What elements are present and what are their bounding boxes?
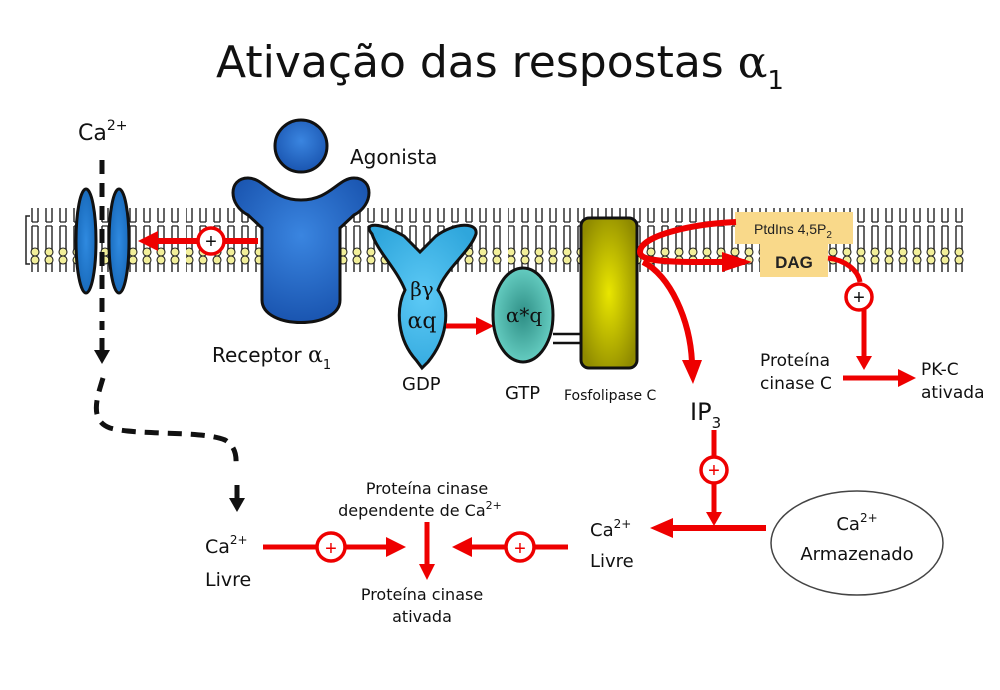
plus-sign-right: +: [504, 531, 536, 563]
svg-text:+: +: [325, 538, 337, 560]
ip3-release-arrow: [641, 259, 695, 363]
svg-text:+: +: [205, 231, 217, 253]
pkc-activation-arrowhead: [856, 356, 872, 370]
store-release-arrowhead: [650, 518, 673, 538]
agonist-ligand: [273, 118, 329, 174]
svg-text:+: +: [708, 460, 720, 482]
svg-text:+: +: [853, 287, 865, 309]
gprotein-activation-arrowhead: [476, 317, 494, 335]
dag-to-pkc-curve: [827, 255, 863, 283]
ca-right-to-pk-arrowhead: [452, 537, 472, 557]
gtp-label: GTP: [505, 383, 540, 404]
livre-right-label: Livre: [590, 551, 634, 572]
diagram-title: Ativação das respostas α1: [216, 37, 784, 96]
plus-sign-ip3: +: [699, 455, 729, 485]
ca-livre-left-label: Ca2+: [205, 533, 248, 558]
armazenado-label: Armazenado: [800, 544, 913, 565]
ca-livre-right-label: Ca2+: [590, 517, 631, 541]
ptdins-box: [735, 212, 853, 244]
ca-influx-label: Ca2+: [78, 118, 127, 146]
alpha-plc-connector: [553, 332, 582, 345]
alpha-q-subunit-label: αq: [408, 309, 437, 334]
pk-activation-arrowhead: [419, 564, 435, 580]
plus-sign-pkc: +: [844, 282, 874, 312]
dag-label: DAG: [775, 253, 813, 272]
alpha-star-q-label: α*q: [506, 303, 543, 327]
ip3-arrowhead: [682, 360, 702, 384]
receptor-label: Receptor α1: [212, 343, 331, 373]
fosfolipase-label: Fosfolipase C: [564, 388, 657, 404]
ip3-release-arrowhead: [706, 512, 722, 526]
agonista-label: Agonista: [350, 145, 437, 169]
ip3-label: IP3: [690, 398, 721, 432]
dag-box: [760, 244, 828, 277]
plus-sign-channel: +: [196, 226, 226, 256]
ca-down-arrowhead-1: [94, 350, 110, 364]
livre-left-label: Livre: [205, 569, 251, 591]
svg-text:+: +: [514, 538, 526, 560]
ptdins-hydrolysis-curve: [636, 219, 745, 265]
plus-sign-left: +: [315, 531, 347, 563]
ca-left-to-pk-arrowhead: [386, 537, 406, 557]
ca-curved-dashed-path: [93, 377, 239, 469]
gdp-label: GDP: [402, 374, 441, 395]
dag-arrowhead: [722, 252, 752, 272]
pkc-to-active-arrowhead: [898, 369, 916, 387]
phospholipase-c: [579, 216, 639, 370]
receptor-to-channel-arrowhead: [138, 231, 158, 251]
alpha1-receptor: [231, 176, 371, 324]
ptdins-label: PtdIns 4,5P2: [754, 221, 832, 241]
beta-gamma-subunit-label: βγ: [410, 277, 434, 301]
calcium-channel: [74, 187, 131, 295]
g-protein-gdp: βγ αq: [367, 223, 478, 371]
ca-armazenado-label: Ca2+: [836, 511, 877, 535]
alpha-q-gtp: [491, 266, 555, 364]
calcium-store: [770, 490, 944, 596]
ca-down-arrowhead-2: [229, 498, 245, 512]
